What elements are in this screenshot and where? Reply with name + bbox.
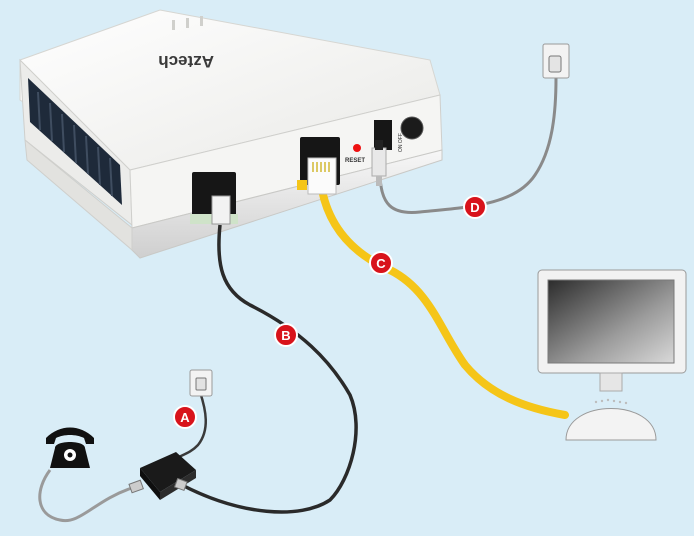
reset-label: RESET [345, 158, 365, 164]
power-switch-label: ON OFF [398, 133, 404, 152]
wall-socket-icon [189, 369, 213, 397]
brand-logo: Aztech [158, 52, 214, 71]
splitter-icon [128, 452, 196, 500]
power-switch [400, 116, 424, 140]
modem-router: Aztech RESET ON OFF [19, 9, 443, 259]
computer-monitor-icon [537, 269, 687, 441]
phone-cable-handset [38, 469, 133, 523]
reset-button [353, 144, 361, 152]
marker-d-label: D [470, 200, 479, 215]
telephone-icon [46, 427, 94, 468]
ethernet-cable [318, 186, 569, 419]
marker-c: C [369, 251, 393, 275]
power-cable [378, 77, 558, 215]
marker-a: A [173, 405, 197, 429]
phone-cable-modem [181, 224, 358, 514]
marker-c-label: C [376, 256, 386, 271]
marker-b-label: B [281, 328, 290, 343]
marker-d: D [463, 195, 487, 219]
marker-b: B [274, 323, 298, 347]
marker-a-label: A [180, 410, 190, 425]
power-outlet-icon [542, 43, 570, 79]
